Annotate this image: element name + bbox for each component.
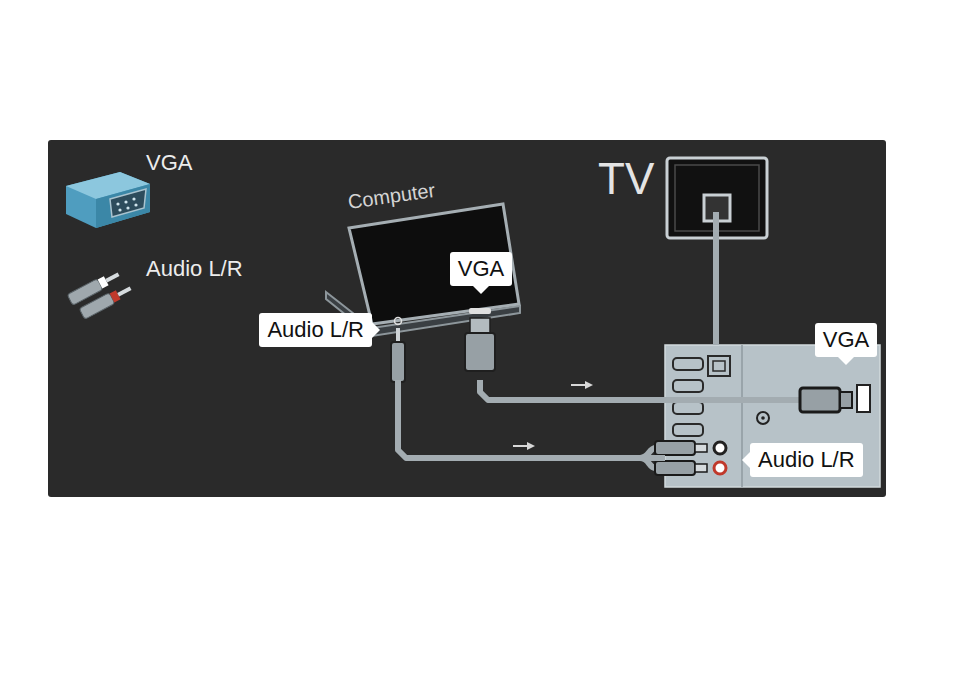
flow-arrow-head [585,381,593,389]
vga-icon-pin [126,206,129,209]
audio-jack-right [714,462,726,474]
connection-panel-box: VGAAudio L/R [665,345,880,487]
vga-plug [465,333,495,371]
vga-icon-face [110,189,146,217]
rca-plug-body [79,293,115,320]
rca-plug-tip [695,444,707,452]
device-label: TV [598,155,654,203]
vga-cable [665,397,801,403]
cable-connector [480,380,665,400]
rca-icon [67,269,133,319]
laptop [326,204,520,382]
hdmi-port [673,380,703,392]
callout-label: Audio L/R [259,313,372,347]
flow-arrow-shaft [571,384,587,386]
tv-set [667,158,767,246]
callout-label: VGA [815,323,877,357]
vga-plug-head [470,318,490,333]
vga-port [857,385,870,412]
audio-plug [391,342,405,382]
flow-arrow-shaft [513,445,529,447]
rca-plug [655,441,695,455]
vga-port [469,308,491,314]
cable-connector [716,245,717,345]
rca-plug-tip [695,464,707,472]
rca-plug [67,269,121,305]
vga-plug [800,388,840,412]
ethernet-port [708,356,730,376]
computer-box: ComputerVGAAudio L/R [255,185,522,380]
vga-plug-head [840,392,852,408]
audio-jack-left [714,442,726,454]
laptop-screen [349,204,519,324]
vga-icon-pin [134,203,137,206]
audio-jack [395,318,402,325]
cable [398,380,665,458]
dark-panel [48,140,886,497]
legend-entry: Audio L/R [146,256,243,282]
audio-plug-tip [396,328,400,342]
vga-icon [66,172,150,228]
ethernet-port-inner [713,361,725,371]
rca-plug-tip [105,272,119,282]
callout-label: Audio L/R [750,443,863,477]
vga-icon-pin [118,208,121,211]
rca-plug [655,461,695,475]
vga-icon-pin [124,200,127,203]
cable [480,380,665,400]
hdmi-port [673,402,703,414]
legend-label: VGA [146,150,192,175]
round-port [757,412,769,424]
vga-icon-front [96,184,150,228]
tv-box: TV [598,155,770,245]
round-port-pin [761,416,765,420]
legend-entry: VGA [146,150,192,176]
tv-wire [713,212,719,246]
rca-plug [79,283,133,319]
legend-label: Audio L/R [146,256,243,281]
rca-plug-tip [117,286,131,296]
vga-icon-pin [116,202,119,205]
callout-label: VGA [450,252,512,286]
hdmi-port [673,358,703,370]
cable-connector [398,380,665,458]
cable [713,245,719,345]
flow-arrow-head [527,442,535,450]
hdmi-port [673,424,703,436]
vga-icon-pin [132,197,135,200]
vga-icon-body [66,172,150,228]
